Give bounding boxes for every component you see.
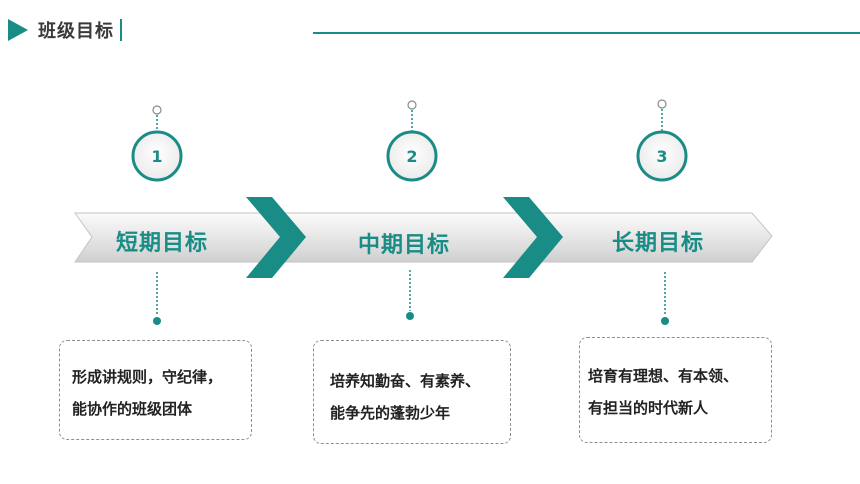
chevron-icon (503, 197, 563, 278)
small-ring-icon (657, 99, 667, 109)
stage-label-short-term: 短期目标 (116, 231, 209, 256)
page-header: 班级目标 (8, 16, 122, 44)
small-ring-icon (152, 105, 162, 115)
play-arrow-icon (8, 19, 28, 41)
description-card: 培育有理想、有本领、 有担当的时代新人 (579, 337, 772, 443)
description-line: 培养知勤奋、有素养、 (330, 372, 481, 390)
description-line: 培育有理想、有本领、 (588, 367, 739, 385)
description-line: 能争先的蓬勃少年 (330, 404, 451, 422)
stage-label-mid-term: 中期目标 (358, 233, 451, 258)
stage-number: 1 (151, 146, 163, 166)
connector-dot-icon (406, 312, 414, 320)
description-line: 形成讲规则，守纪律， (72, 368, 223, 386)
timeline-arrow-band (74, 212, 773, 263)
connector-dot-icon (661, 317, 669, 325)
description-card: 培养知勤奋、有素养、 能争先的蓬勃少年 (313, 340, 511, 444)
number-badge-circle (636, 130, 688, 182)
description-line: 有担当的时代新人 (588, 399, 709, 417)
description-line: 能协作的班级团体 (72, 400, 193, 418)
chevron-icon (246, 197, 306, 278)
small-ring-icon (407, 100, 417, 110)
number-badge-circle (131, 130, 183, 182)
title-divider (120, 19, 122, 41)
stage-number: 3 (656, 146, 668, 166)
stage-number: 2 (406, 146, 418, 166)
header-rule (313, 32, 860, 34)
stage-label-long-term: 长期目标 (612, 231, 705, 256)
page-title: 班级目标 (38, 21, 114, 42)
number-badge-circle (386, 130, 438, 182)
connector-dot-icon (153, 317, 161, 325)
description-card: 形成讲规则，守纪律， 能协作的班级团体 (59, 340, 252, 440)
